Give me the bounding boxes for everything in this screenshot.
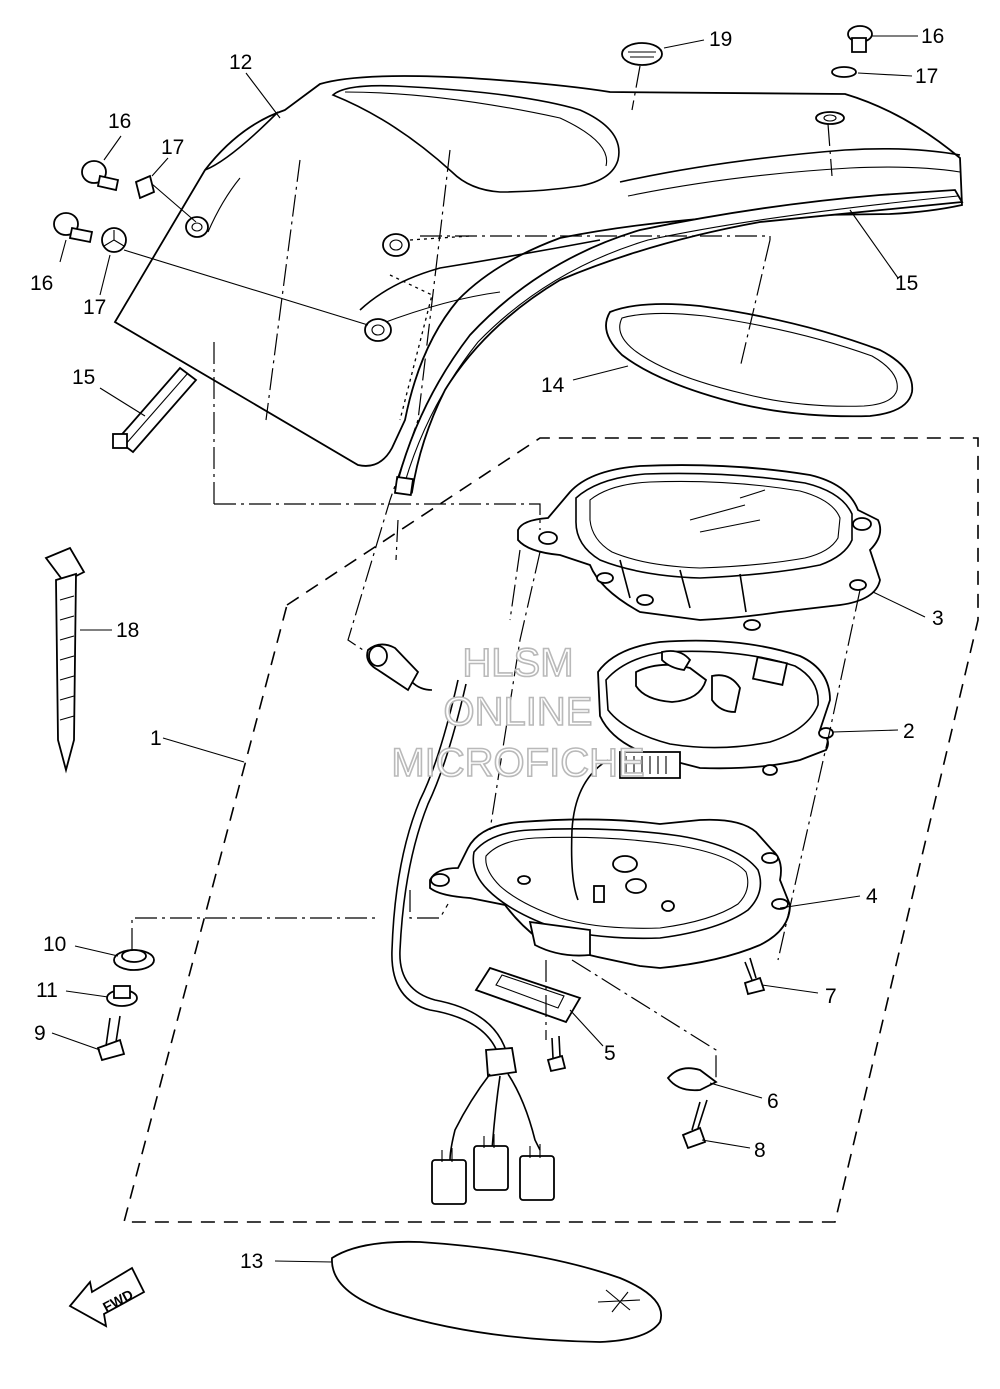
bolt-16-lower-left bbox=[53, 212, 94, 244]
callout-19: 19 bbox=[709, 28, 732, 51]
callout-5: 5 bbox=[604, 1042, 616, 1065]
collar-11 bbox=[106, 985, 138, 1007]
callout-labels: 1 2 3 4 5 6 7 8 9 10 11 12 13 14 15 15 1… bbox=[30, 25, 944, 1273]
edge-trim-15-left bbox=[112, 366, 198, 454]
leader-lines bbox=[51, 35, 926, 1263]
meter-case-lower-4 bbox=[429, 818, 791, 969]
edge-trim-15-right bbox=[393, 189, 964, 497]
grommet-10 bbox=[113, 949, 155, 971]
callout-15-left: 15 bbox=[72, 366, 95, 389]
callout-17-top: 17 bbox=[915, 65, 938, 88]
meter-unit-2 bbox=[597, 639, 834, 779]
seal-5 bbox=[474, 966, 582, 1024]
meter-cover-12 bbox=[113, 75, 963, 467]
meter-assembly-outline-1 bbox=[122, 437, 979, 1223]
bolt-9 bbox=[96, 1015, 126, 1062]
callout-12: 12 bbox=[229, 51, 252, 74]
gasket-14 bbox=[605, 303, 914, 418]
cover-13 bbox=[331, 1240, 662, 1343]
callout-17-lower-left: 17 bbox=[83, 296, 106, 319]
callout-13: 13 bbox=[240, 1250, 263, 1273]
callout-8: 8 bbox=[754, 1139, 766, 1162]
callout-18: 18 bbox=[116, 619, 139, 642]
forward-arrow: FWD bbox=[68, 1266, 146, 1328]
callout-14: 14 bbox=[541, 374, 565, 397]
watermark-line-1: HLSM bbox=[462, 641, 573, 685]
cable-tie-18 bbox=[44, 546, 86, 774]
callout-4: 4 bbox=[866, 885, 878, 908]
wiring-harness bbox=[391, 679, 609, 1205]
meter-case-upper-3 bbox=[517, 464, 882, 631]
assembly-lines bbox=[131, 65, 861, 1078]
callout-6: 6 bbox=[767, 1090, 779, 1113]
callout-9: 9 bbox=[34, 1022, 46, 1045]
callout-11: 11 bbox=[36, 979, 58, 1002]
callout-10: 10 bbox=[43, 933, 66, 956]
watermark-line-3: MICROFICHE bbox=[391, 741, 644, 785]
plug-19 bbox=[621, 42, 663, 66]
callout-7: 7 bbox=[825, 985, 837, 1008]
callout-2: 2 bbox=[903, 720, 915, 743]
clamp-6 bbox=[666, 1067, 718, 1092]
screw-7 bbox=[743, 957, 766, 996]
callout-3: 3 bbox=[932, 607, 944, 630]
washer-17-lower-left bbox=[101, 227, 127, 253]
callout-15-right: 15 bbox=[895, 272, 918, 295]
indicator-socket bbox=[366, 643, 433, 692]
screw-8 bbox=[681, 1099, 708, 1150]
callout-17-upper-left: 17 bbox=[161, 136, 184, 159]
callout-16-lower-left: 16 bbox=[30, 272, 53, 295]
washer-17-top bbox=[831, 66, 857, 78]
screw-center bbox=[546, 1035, 567, 1073]
bolt-16-upper-left bbox=[81, 160, 120, 192]
callout-16-top: 16 bbox=[921, 25, 944, 48]
callout-16-upper-left: 16 bbox=[108, 110, 131, 133]
washer-17-upper-left bbox=[134, 174, 156, 200]
watermark: HLSM ONLINE MICROFICHE bbox=[391, 640, 646, 786]
callout-1: 1 bbox=[150, 727, 162, 750]
bolt-16-top bbox=[847, 25, 873, 53]
watermark-line-2: ONLINE bbox=[444, 690, 593, 734]
